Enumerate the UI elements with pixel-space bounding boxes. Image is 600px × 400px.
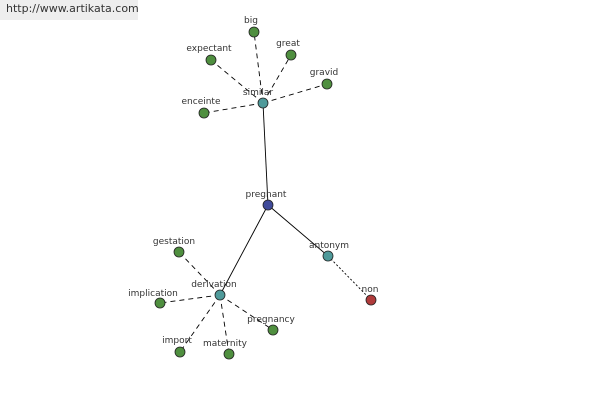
edge-similar-big [253,31,264,104]
edge-similar-enceinte [203,102,264,114]
node-maternity[interactable] [223,348,235,360]
watermark-url: http://www.artikata.com [0,0,139,20]
node-gestation[interactable] [173,246,185,258]
node-label-expectant: expectant [186,44,232,54]
node-gravid[interactable] [321,78,333,90]
node-label-derivation: derivation [191,280,237,290]
node-label-big: big [244,16,258,26]
node-non[interactable] [365,294,377,306]
node-import[interactable] [174,346,186,358]
node-label-antonym: antonym [309,241,349,251]
edge-similar-great [262,54,292,104]
graph-labels: pregnant similar derivation antonym big expec… [128,16,378,349]
edge-derivation-import [179,294,221,353]
node-pregnant[interactable] [262,199,274,211]
node-label-non: non [362,285,379,295]
edge-derivation-pregnancy [219,294,274,331]
node-label-pregnancy: pregnancy [247,315,295,325]
edge-pregnant-similar [262,102,269,206]
node-label-pregnant: pregnant [246,190,287,200]
graph-nodes [154,26,377,360]
edge-similar-expectant [210,59,264,104]
edge-pregnant-antonym [267,204,329,257]
node-enceinte[interactable] [198,107,210,119]
node-label-maternity: maternity [203,339,248,349]
edge-pregnant-derivation [219,204,269,296]
node-label-great: great [276,39,300,49]
node-label-gestation: gestation [153,237,195,247]
node-big[interactable] [248,26,260,38]
node-antonym[interactable] [322,250,334,262]
node-derivation[interactable] [214,289,226,301]
node-great[interactable] [285,49,297,61]
node-similar[interactable] [257,97,269,109]
node-label-implication: implication [128,289,178,299]
edge-derivation-implication [159,294,221,304]
node-implication[interactable] [154,297,166,309]
graph-edges [159,31,372,355]
node-pregnancy[interactable] [267,324,279,336]
edge-similar-gravid [262,83,328,104]
node-label-enceinte: enceinte [182,97,221,107]
edge-derivation-gestation [178,251,221,296]
edge-derivation-maternity [219,294,230,355]
node-expectant[interactable] [205,54,217,66]
node-label-gravid: gravid [310,68,338,78]
node-label-similar: similar [243,88,273,98]
node-label-import: import [162,336,192,346]
